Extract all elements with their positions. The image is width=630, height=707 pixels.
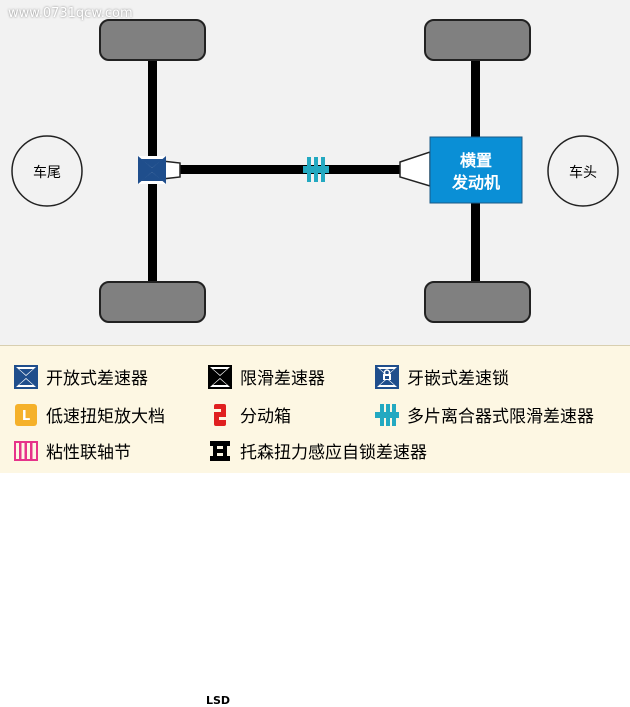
- legend-label: 分动箱: [240, 407, 291, 427]
- drivetrain-diagram: www.0731qcw.com 车尾 车头: [0, 0, 630, 345]
- limited-slip-differential-icon: [208, 364, 232, 389]
- open-differential-icon: [14, 364, 38, 389]
- front-right-tire: [424, 281, 531, 323]
- legend-label: 托森扭力感应自锁差速器: [240, 443, 427, 463]
- front-label: 车头: [569, 164, 597, 181]
- locking-differential-icon: [375, 364, 399, 389]
- multi-plate-clutch-icon: [303, 157, 329, 182]
- legend-item-transfer-case: 分动箱: [208, 402, 291, 427]
- low-range-badge: L: [22, 409, 30, 424]
- legend-label: 多片离合器式限滑差速器: [407, 407, 594, 427]
- transfer-case-icon: [214, 403, 226, 426]
- legend-label: 粘性联轴节: [46, 443, 131, 463]
- engine-label-line2: 发动机: [451, 173, 500, 192]
- front-transmission-housing: [399, 150, 431, 188]
- legend-label: 牙嵌式差速锁: [407, 369, 509, 389]
- torsen-differential-icon: [210, 440, 230, 461]
- watermark: www.0731qcw.com: [8, 6, 133, 21]
- open-differential-icon: [138, 156, 166, 184]
- legend: 开放式差速器 LSD 限滑差速器 牙嵌式差速锁 L 低速: [0, 345, 630, 707]
- low-range-gear-icon: L: [15, 403, 37, 426]
- legend-item-low-range: L 低速扭矩放大档: [14, 402, 165, 427]
- rear-circle: [11, 135, 83, 207]
- viscous-coupling-icon: [14, 440, 38, 461]
- engine-label-line1: 横置: [460, 151, 492, 170]
- legend-item-viscous-coupling: 粘性联轴节: [14, 438, 131, 463]
- rear-left-tire: [99, 19, 206, 61]
- legend-item-torsen: 托森扭力感应自锁差速器: [208, 438, 427, 463]
- legend-item-open-differential: 开放式差速器: [14, 364, 148, 389]
- legend-label: 低速扭矩放大档: [46, 407, 165, 427]
- lsd-badge: LSD: [206, 694, 231, 707]
- rear-label: 车尾: [33, 164, 61, 181]
- drivetrain-svg: 车尾 车头 横置 发动机: [11, 19, 619, 323]
- multi-plate-clutch-icon: [375, 403, 399, 426]
- engine-box: [429, 136, 523, 204]
- legend-item-locking-differential: 牙嵌式差速锁: [375, 364, 509, 389]
- legend-label: 限滑差速器: [240, 369, 325, 389]
- propeller-shaft: [160, 165, 410, 174]
- front-left-tire: [424, 19, 531, 61]
- legend-item-multi-plate-clutch: 多片离合器式限滑差速器: [375, 402, 594, 427]
- legend-label: 开放式差速器: [46, 369, 148, 389]
- legend-item-limited-slip: 限滑差速器: [208, 364, 325, 389]
- rear-right-tire: [99, 281, 206, 323]
- front-circle: [547, 135, 619, 207]
